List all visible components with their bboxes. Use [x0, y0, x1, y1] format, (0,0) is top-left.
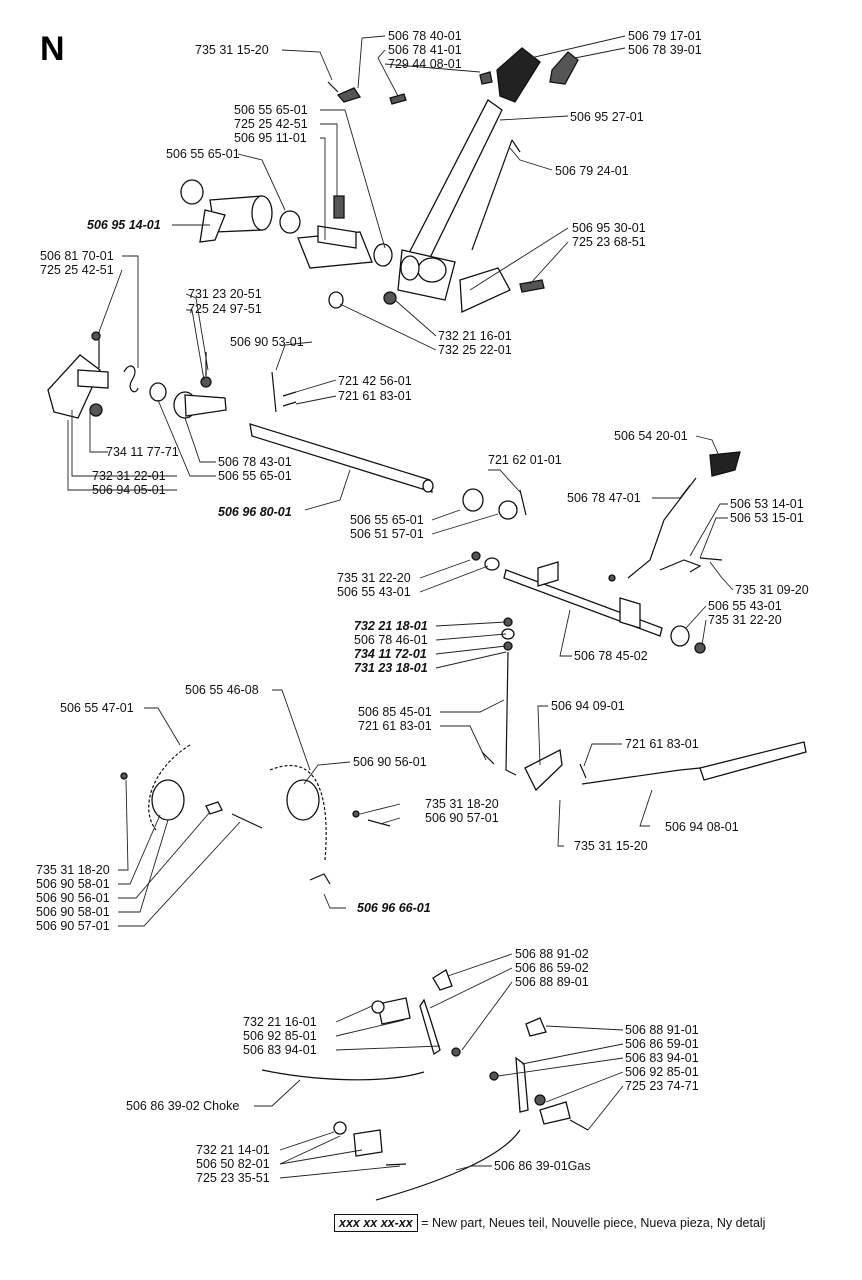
part-label: 725 23 68-51	[572, 235, 646, 249]
part-label: 721 62 01-01	[488, 453, 562, 467]
part-label: 506 53 15-01	[730, 511, 804, 525]
new-part-legend-text: = New part, Neues teil, Nouvelle piece, …	[421, 1216, 766, 1230]
part-label: 506 78 46-01	[354, 633, 428, 647]
part-label: 506 55 46-08	[185, 683, 259, 697]
part-label: 506 55 47-01	[60, 701, 134, 715]
part-label: 506 90 57-01	[36, 919, 110, 933]
part-label: 506 94 09-01	[551, 699, 625, 713]
part-label: 506 90 58-01	[36, 877, 110, 891]
part-label: 506 95 11-01	[234, 131, 307, 145]
part-label-new: 506 96 66-01	[357, 901, 431, 915]
part-label-new: 506 95 14-01	[87, 218, 161, 232]
part-label: 506 50 82-01	[196, 1157, 270, 1171]
part-label: 721 61 83-01	[338, 389, 412, 403]
part-label-new: 506 96 80-01	[218, 505, 292, 519]
part-label: 506 88 89-01	[515, 975, 589, 989]
part-label-new: 732 21 18-01	[354, 619, 428, 633]
part-label: 506 90 56-01	[36, 891, 110, 905]
part-label: 735 31 22-20	[337, 571, 411, 585]
part-label: 506 95 27-01	[570, 110, 644, 124]
part-label: 735 31 18-20	[425, 797, 499, 811]
part-label: 725 23 74-71	[625, 1079, 699, 1093]
part-label: 506 86 59-01	[625, 1037, 699, 1051]
part-label: 506 94 08-01	[665, 820, 739, 834]
part-label: 729 44 08-01	[388, 57, 462, 71]
part-label: 506 81 70-01	[40, 249, 114, 263]
part-label: 506 55 43-01	[337, 585, 411, 599]
new-part-legend-box: xxx xx xx-xx	[334, 1214, 418, 1232]
cross-shaft-assembly	[471, 451, 807, 792]
part-label: 735 31 22-20	[708, 613, 782, 627]
section-letter: N	[40, 30, 65, 68]
part-label: 506 78 40-01	[388, 29, 462, 43]
part-label-new: 734 11 72-01	[354, 647, 427, 661]
part-label: 506 88 91-01	[625, 1023, 699, 1037]
part-label: 506 53 14-01	[730, 497, 804, 511]
part-label: 732 21 16-01	[438, 329, 512, 343]
part-label: 732 21 16-01	[243, 1015, 317, 1029]
part-label: 506 95 30-01	[572, 221, 646, 235]
part-label: 721 61 83-01	[625, 737, 699, 751]
part-label: 506 92 85-01	[625, 1065, 699, 1079]
part-label: 506 92 85-01	[243, 1029, 317, 1043]
part-label: 506 83 94-01	[243, 1043, 317, 1057]
part-label: 734 11 77-71	[106, 445, 179, 459]
control-lever-assembly	[327, 47, 579, 313]
part-label: 506 90 57-01	[425, 811, 499, 825]
part-drawings	[47, 47, 807, 1201]
part-label: 506 55 65-01	[350, 513, 424, 527]
left-bracket-assembly	[47, 331, 527, 520]
part-label: 506 55 43-01	[708, 599, 782, 613]
part-label-new: 731 23 18-01	[354, 661, 428, 675]
part-label: 506 78 41-01	[388, 43, 462, 57]
part-label: 506 90 58-01	[36, 905, 110, 919]
part-label: 725 23 35-51	[196, 1171, 270, 1185]
part-label: 725 25 42-51	[40, 263, 114, 277]
part-label: 506 55 65-01	[166, 147, 240, 161]
pivot-block	[180, 179, 393, 309]
part-labels: 735 31 15-20 506 78 40-01 506 78 41-01 7…	[36, 29, 809, 1185]
part-label: 506 79 24-01	[555, 164, 629, 178]
part-label: 506 94 05-01	[92, 483, 166, 497]
part-label: 506 90 53-01	[230, 335, 304, 349]
part-label: 732 31 22-01	[92, 469, 166, 483]
part-label: 506 78 39-01	[628, 43, 702, 57]
part-label: 725 24 97-51	[188, 302, 262, 316]
part-label: 731 23 20-51	[188, 287, 262, 301]
part-label: 735 31 09-20	[735, 583, 809, 597]
chain-sprocket-assembly	[120, 744, 391, 885]
part-label: 506 86 39-01Gas	[494, 1159, 591, 1173]
part-label: 506 54 20-01	[614, 429, 688, 443]
part-label: 506 86 59-02	[515, 961, 589, 975]
part-label: 506 78 45-02	[574, 649, 648, 663]
leader-lines	[67, 35, 734, 1179]
part-label: 506 79 17-01	[628, 29, 702, 43]
part-label: 506 88 91-02	[515, 947, 589, 961]
part-label: 506 83 94-01	[625, 1051, 699, 1065]
part-label: 732 25 22-01	[438, 343, 512, 357]
part-label: 735 31 18-20	[36, 863, 110, 877]
part-label: 732 21 14-01	[196, 1143, 270, 1157]
part-label: 725 25 42-51	[234, 117, 308, 131]
part-label: 506 86 39-02 Choke	[126, 1099, 239, 1113]
part-label: 721 42 56-01	[338, 374, 412, 388]
part-label: 506 78 43-01	[218, 455, 292, 469]
part-label: 506 51 57-01	[350, 527, 424, 541]
part-label: 506 55 65-01	[234, 103, 308, 117]
part-label: 506 85 45-01	[358, 705, 432, 719]
throttle-choke-assembly	[261, 969, 589, 1201]
part-label: 506 78 47-01	[567, 491, 641, 505]
part-label: 506 55 65-01	[218, 469, 292, 483]
part-label: 721 61 83-01	[358, 719, 432, 733]
new-part-legend: xxx xx xx-xx = New part, Neues teil, Nou…	[334, 1214, 765, 1232]
part-label: 506 90 56-01	[353, 755, 427, 769]
part-label: 735 31 15-20	[195, 43, 269, 57]
part-label: 735 31 15-20	[574, 839, 648, 853]
